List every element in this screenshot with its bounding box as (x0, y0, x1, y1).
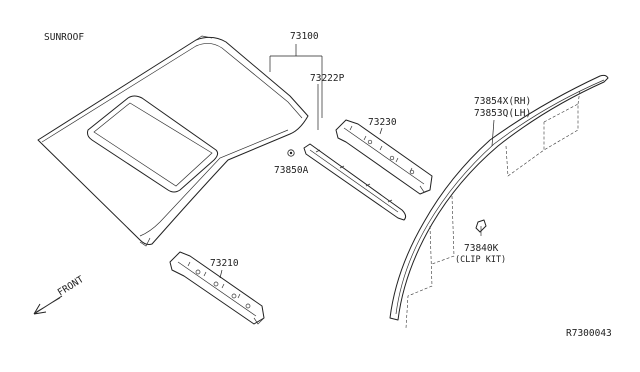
roof-bow-rear-73230[interactable] (335, 119, 433, 195)
roof-drip-molding[interactable] (389, 74, 609, 329)
grommet-73850A[interactable] (287, 149, 295, 157)
roof-panel[interactable] (37, 35, 309, 247)
part-label-73230: 73230 (368, 117, 397, 128)
part-label-73210: 73210 (210, 258, 239, 269)
leader-molding (491, 119, 495, 147)
section-title: SUNROOF (44, 32, 84, 43)
leader-73100 (269, 44, 323, 118)
part-label-73222P: 73222P (310, 73, 345, 84)
front-direction-arrow (33, 295, 63, 315)
clip-kit-note: (CLIP KIT) (455, 255, 506, 265)
clip-73840K[interactable] (475, 219, 487, 236)
front-label: FRONT (56, 274, 86, 299)
part-label-73850A: 73850A (274, 165, 309, 176)
roof-side-rail-73222P[interactable] (303, 143, 407, 221)
leader-73230 (379, 127, 383, 135)
part-label-73100: 73100 (290, 31, 319, 42)
part-label-73840K: 73840K (464, 243, 499, 254)
roof-bow-front-73210[interactable] (169, 251, 265, 325)
reference-code: R7300043 (566, 328, 612, 339)
part-label-73853Q: 73853Q(LH) (474, 108, 531, 119)
part-label-73854X: 73854X(RH) (474, 96, 531, 107)
